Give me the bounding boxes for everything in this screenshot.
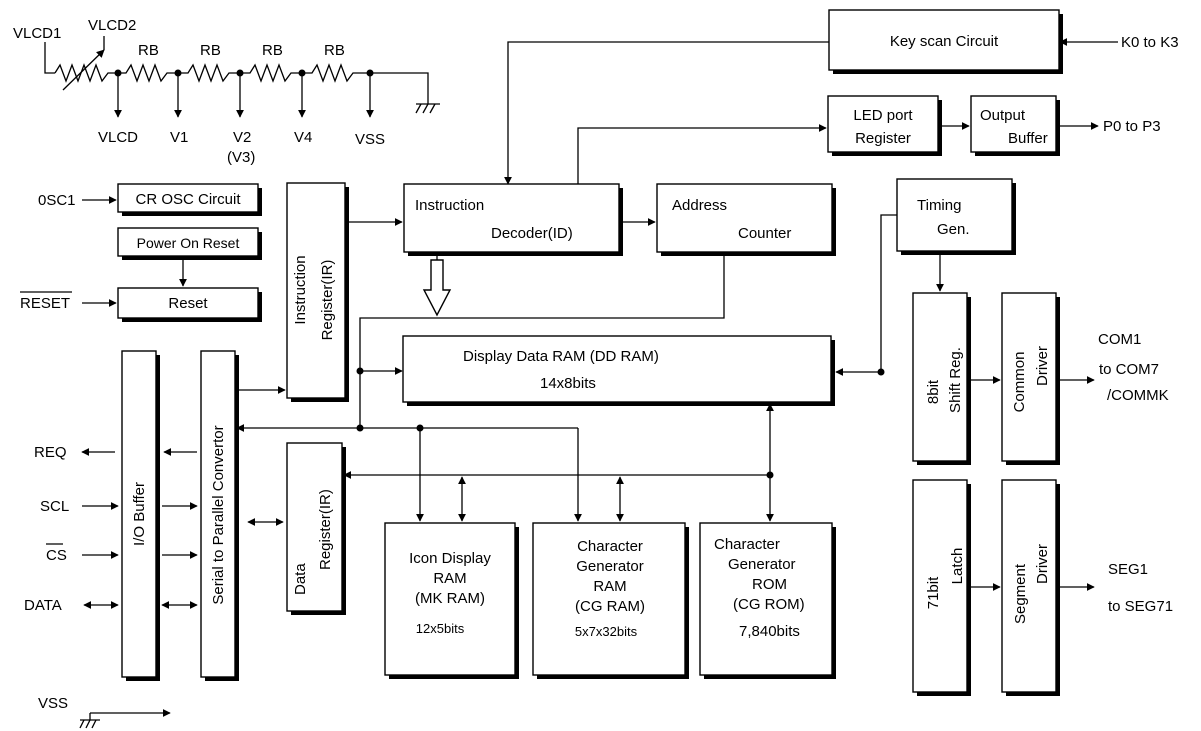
dd-ram-size-label: 14x8bits bbox=[540, 375, 596, 392]
decoder-to-ddram-arrow bbox=[422, 259, 452, 317]
v1-tap-label: V1 bbox=[170, 129, 188, 146]
v4-tap-label: V4 bbox=[294, 129, 312, 146]
dd-ram: Display Data RAM (DD RAM) 14x8bits bbox=[402, 335, 835, 406]
instruction-register-label-1: Instruction bbox=[292, 255, 309, 324]
timing-gen: Timing Gen. bbox=[896, 178, 1016, 255]
cg-ram: Character Generator RAM (CG RAM) 5x7x32b… bbox=[532, 522, 689, 679]
common-driver-label-1: Common bbox=[1011, 352, 1028, 413]
cg-rom-label-4: (CG ROM) bbox=[733, 596, 805, 613]
io-buffer-label: I/O Buffer bbox=[131, 482, 148, 546]
commk-label: /COMMK bbox=[1107, 387, 1169, 404]
instruction-register-label-2: Register(IR) bbox=[319, 260, 336, 341]
shift-register: 8bit Shift Reg. bbox=[912, 292, 971, 465]
cg-ram-label-4: (CG RAM) bbox=[575, 598, 645, 615]
common-driver-label-2: Driver bbox=[1034, 346, 1051, 386]
output-buffer-label-1: Output bbox=[980, 107, 1026, 124]
data-register-label-1: Data bbox=[292, 563, 309, 595]
address-counter-label-1: Address bbox=[672, 197, 727, 214]
led-port-label-2: Register bbox=[855, 130, 911, 147]
icon-ram-size-label: 12x5bits bbox=[416, 621, 465, 636]
rb-label-4: RB bbox=[324, 42, 345, 59]
com1-label: COM1 bbox=[1098, 331, 1141, 348]
cg-ram-label-3: RAM bbox=[593, 578, 626, 595]
icon-ram-label-1: Icon Display bbox=[409, 550, 491, 567]
data-label: DATA bbox=[24, 597, 62, 614]
cs-label: CS bbox=[46, 547, 67, 564]
segment-driver-label-1: Segment bbox=[1012, 563, 1029, 624]
address-counter: Address Counter bbox=[656, 183, 836, 256]
instruction-decoder-label-1: Instruction bbox=[415, 197, 484, 214]
reset-block-label: Reset bbox=[168, 295, 208, 312]
icon-ram-label-3: (MK RAM) bbox=[415, 590, 485, 607]
latch-71bit: 71bit Latch bbox=[912, 479, 971, 696]
vss-bottom-label: VSS bbox=[38, 695, 68, 712]
vlcd-tap-label: VLCD bbox=[98, 129, 138, 146]
cg-rom-size-label: 7,840bits bbox=[739, 623, 800, 640]
common-driver: Common Driver bbox=[1001, 292, 1060, 465]
latch-label-1: 71bit bbox=[925, 576, 942, 609]
icon-display-ram: Icon Display RAM (MK RAM) 12x5bits bbox=[384, 522, 519, 679]
instruction-register: Instruction Register(IR) bbox=[286, 182, 349, 402]
io-buffer: I/O Buffer bbox=[121, 350, 160, 681]
icon-ram-label-2: RAM bbox=[433, 570, 466, 587]
vlcd2-label: VLCD2 bbox=[88, 17, 136, 34]
cg-ram-size-label: 5x7x32bits bbox=[575, 624, 638, 639]
req-label: REQ bbox=[34, 444, 67, 461]
rb-label-3: RB bbox=[262, 42, 283, 59]
cg-ram-label-2: Generator bbox=[576, 558, 644, 575]
serial-to-parallel-label: Serial to Parallel Convertor bbox=[210, 425, 227, 604]
segment-driver-label-2: Driver bbox=[1034, 544, 1051, 584]
power-on-reset-label: Power On Reset bbox=[137, 235, 240, 251]
resistor-network: VLCD1 VLCD2 RB RB RB RB VLCD bbox=[13, 17, 440, 166]
timing-gen-label-2: Gen. bbox=[937, 221, 970, 238]
key-scan-label: Key scan Circuit bbox=[890, 33, 999, 50]
reset-signal-label: RESET bbox=[20, 295, 70, 312]
cg-ram-label-1: Character bbox=[577, 538, 643, 555]
cg-rom-label-2: Generator bbox=[728, 556, 796, 573]
instruction-decoder-label-2: Decoder(ID) bbox=[491, 225, 573, 242]
timing-gen-label-1: Timing bbox=[917, 197, 961, 214]
latch-label-2: Latch bbox=[949, 548, 966, 585]
data-register-label-2: Register(IR) bbox=[317, 489, 334, 570]
output-buffer-label-2: Buffer bbox=[1008, 130, 1048, 147]
segment-driver: Segment Driver bbox=[1001, 479, 1060, 696]
p0-p3-label: P0 to P3 bbox=[1103, 118, 1161, 135]
shift-reg-label-1: 8bit bbox=[925, 379, 942, 404]
vlcd1-label: VLCD1 bbox=[13, 25, 61, 42]
scl-label: SCL bbox=[40, 498, 69, 515]
reset-block: Reset bbox=[117, 287, 262, 322]
rb-label-2: RB bbox=[200, 42, 221, 59]
led-port-label-1: LED port bbox=[853, 107, 913, 124]
instruction-decoder: Instruction Decoder(ID) bbox=[403, 183, 623, 256]
to-com7-label: to COM7 bbox=[1099, 361, 1159, 378]
data-register: Data Register(IR) bbox=[286, 442, 346, 615]
k0-k3-label: K0 to K3 bbox=[1121, 34, 1179, 51]
power-on-reset: Power On Reset bbox=[117, 227, 262, 260]
vss-tap-label: VSS bbox=[355, 131, 385, 148]
cr-osc-circuit: CR OSC Circuit bbox=[117, 183, 262, 216]
cr-osc-label: CR OSC Circuit bbox=[135, 191, 241, 208]
to-seg71-label: to SEG71 bbox=[1108, 598, 1173, 615]
seg1-label: SEG1 bbox=[1108, 561, 1148, 578]
rb-label-1: RB bbox=[138, 42, 159, 59]
shift-reg-label-2: Shift Reg. bbox=[947, 347, 964, 413]
v3-tap-label: (V3) bbox=[227, 149, 255, 166]
serial-to-parallel: Serial to Parallel Convertor bbox=[200, 350, 239, 681]
led-port-register: LED port Register bbox=[827, 95, 942, 156]
cg-rom: Character Generator ROM (CG ROM) 7,840bi… bbox=[699, 522, 836, 679]
address-counter-label-2: Counter bbox=[738, 225, 791, 242]
osc1-label: 0SC1 bbox=[38, 192, 76, 209]
v2-tap-label: V2 bbox=[233, 129, 251, 146]
output-buffer: Output Buffer bbox=[970, 95, 1060, 156]
dd-ram-label: Display Data RAM (DD RAM) bbox=[463, 348, 659, 365]
cg-rom-label-1: Character bbox=[714, 536, 780, 553]
key-scan-circuit: Key scan Circuit bbox=[828, 9, 1063, 74]
cg-rom-label-3: ROM bbox=[752, 576, 787, 593]
